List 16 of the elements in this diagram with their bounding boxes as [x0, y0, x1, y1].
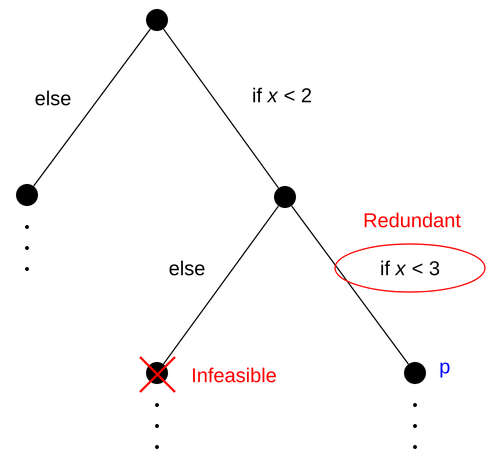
branch-line — [163, 28, 279, 188]
edge-label: else — [36, 90, 70, 106]
tree-node — [16, 184, 38, 206]
note-label: Redundant — [364, 212, 461, 228]
branch-line — [33, 28, 151, 186]
tree-node — [146, 9, 168, 31]
edge-label: if x < 2 — [253, 88, 311, 102]
edge-label: if x < 3 — [381, 260, 440, 276]
edge-label: else — [170, 260, 204, 276]
branch-line — [291, 206, 409, 364]
branch-line — [163, 206, 279, 364]
tree-node — [404, 362, 426, 384]
node-caption: Infeasible — [193, 368, 276, 382]
tree-node — [274, 186, 296, 208]
tree-node — [146, 362, 168, 384]
node-caption: p — [440, 362, 450, 378]
